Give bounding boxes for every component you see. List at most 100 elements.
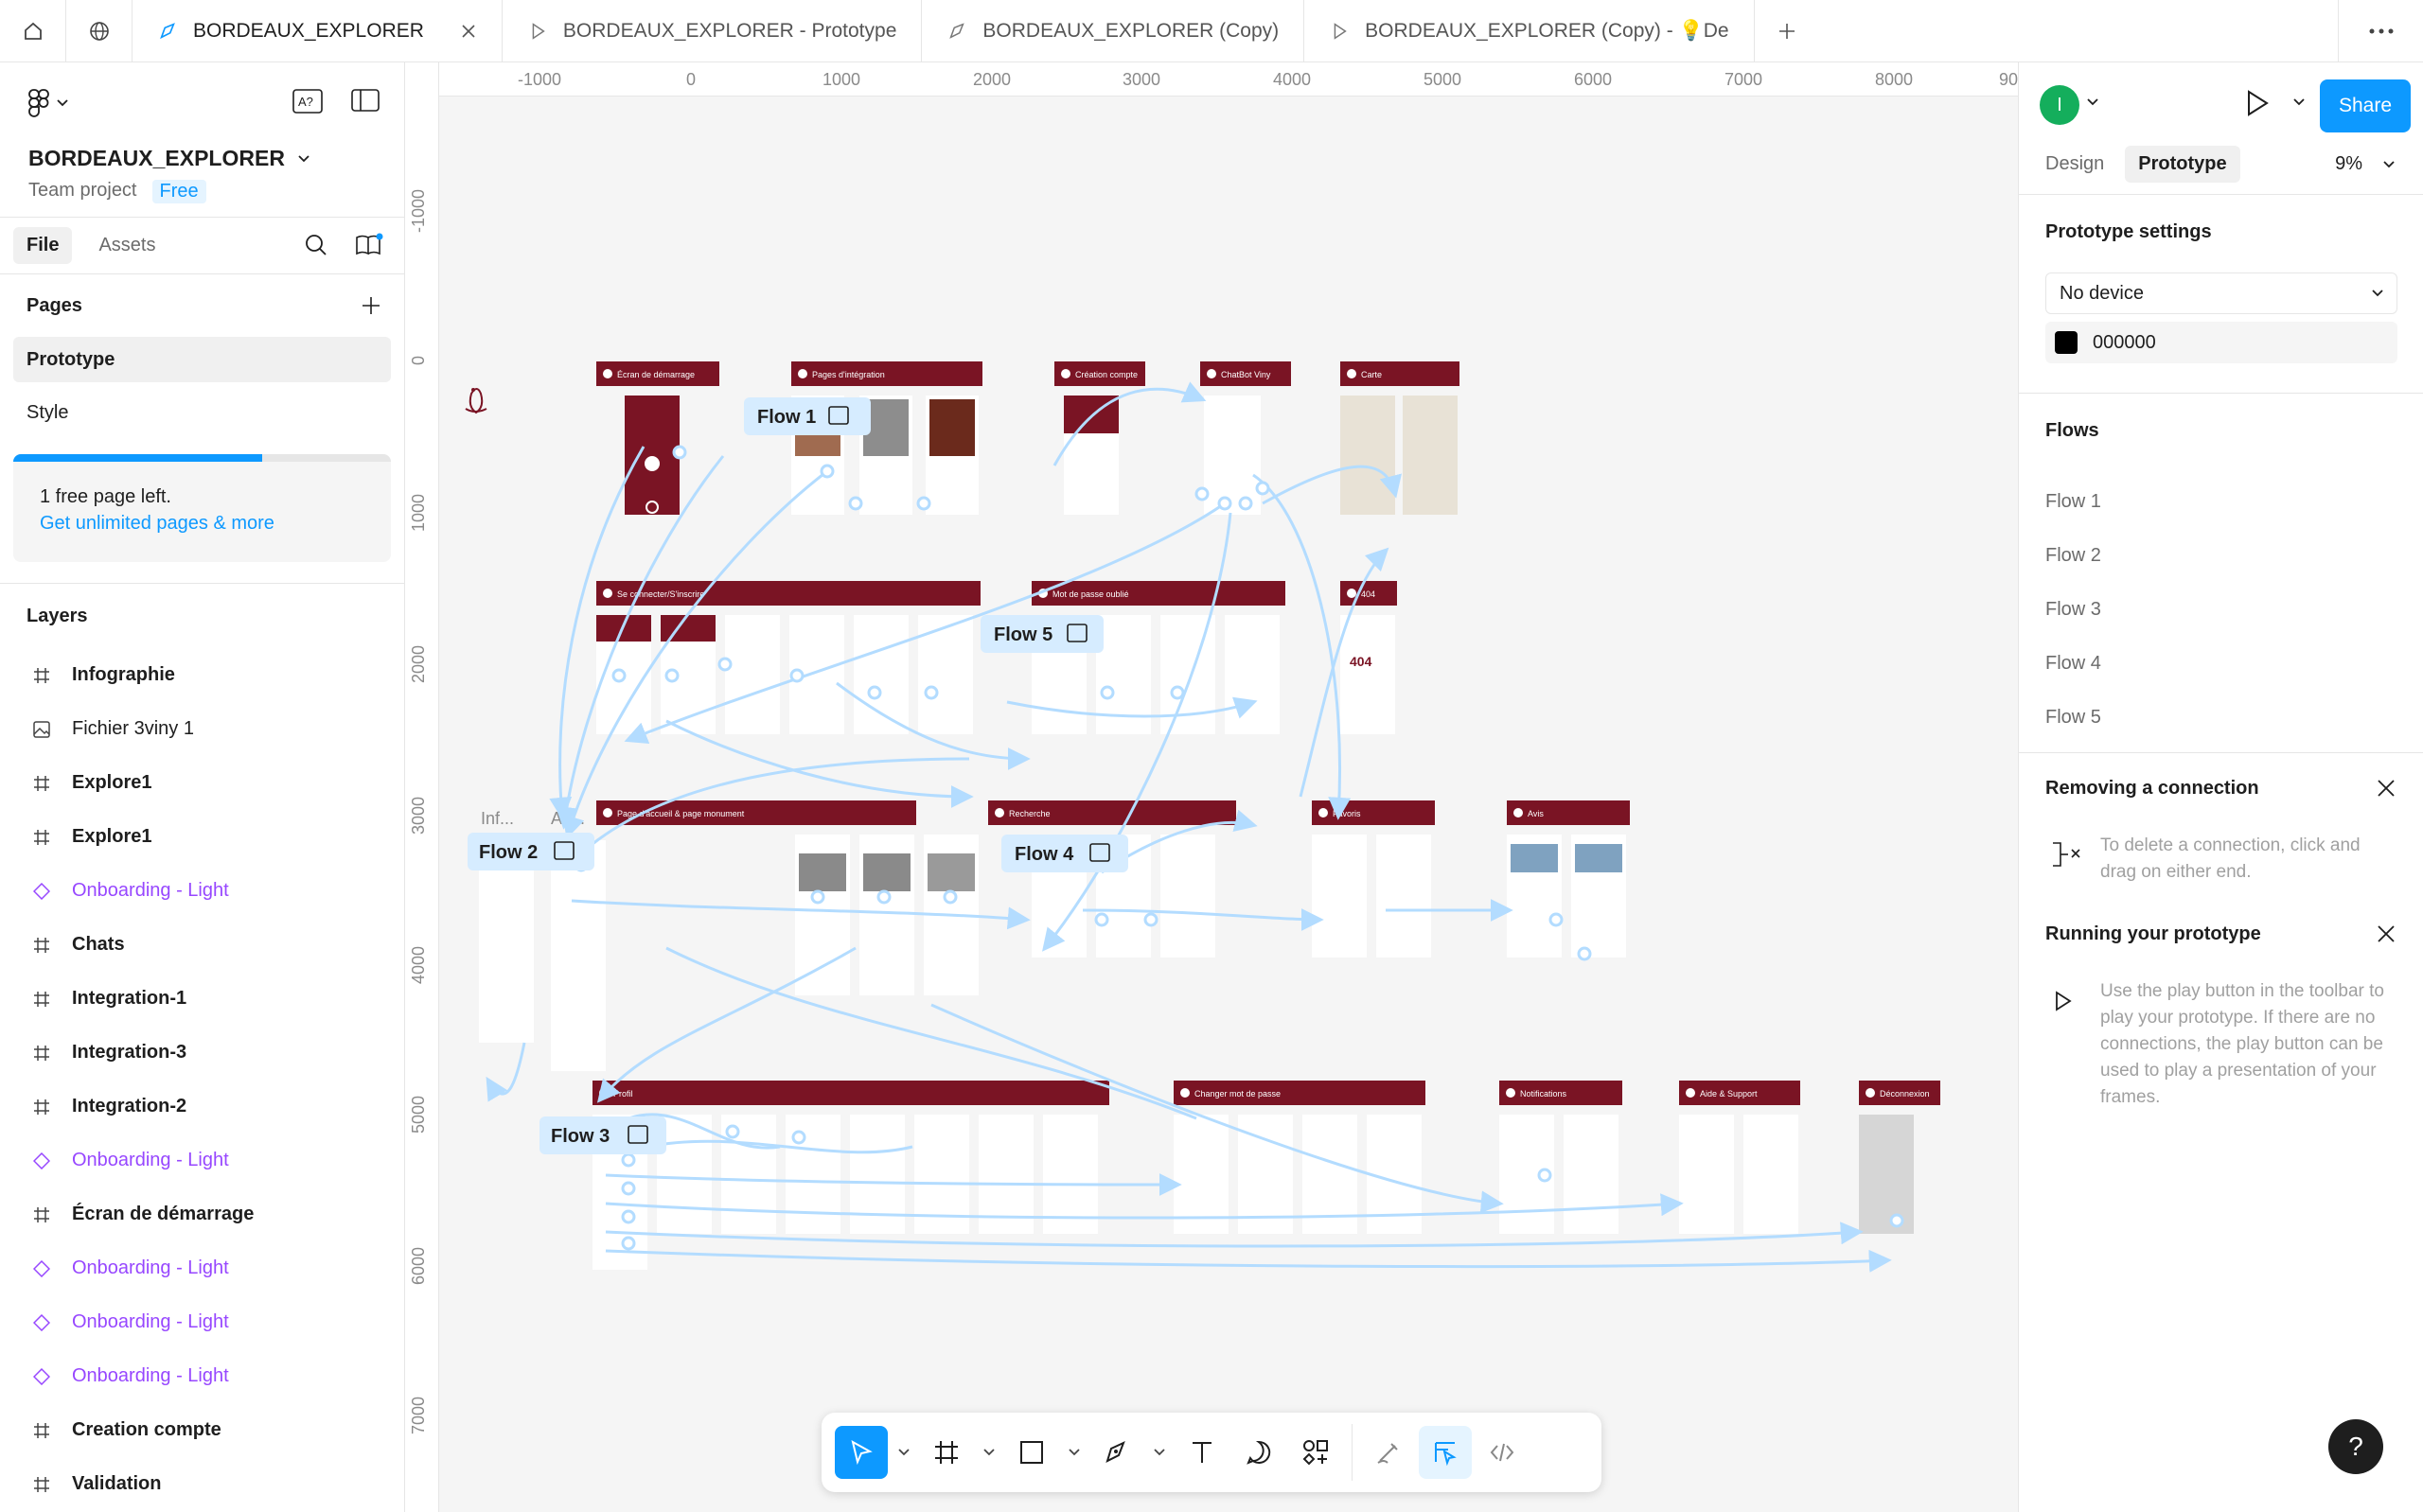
screen-frame[interactable] [1403,396,1458,515]
help-button[interactable]: ? [2328,1419,2383,1474]
layer-item[interactable]: Onboarding - Light [0,1295,404,1349]
section-profil[interactable]: Profil [592,1081,1109,1270]
screen-frame[interactable] [1174,1115,1229,1234]
tab-prototype[interactable]: Prototype [2125,146,2240,183]
section-recherche[interactable]: Recherche [988,800,1236,958]
flow-item[interactable]: Flow 4 [2045,653,2101,674]
file-name-button[interactable]: BORDEAUX_EXPLORER [28,146,310,171]
move-tool-menu[interactable] [892,1449,916,1456]
more-menu-button[interactable] [2338,0,2423,62]
screen-frame[interactable] [1743,1115,1798,1234]
screen-frame[interactable] [1376,835,1431,958]
layer-item[interactable]: Onboarding - Light [0,1134,404,1187]
screen-frame[interactable] [1238,1115,1293,1234]
section-changer-mot-de-passe[interactable]: Changer mot de passe [1174,1081,1425,1234]
close-tab-icon[interactable] [460,23,477,40]
section-favoris[interactable]: Favoris [1312,800,1435,958]
prototype-connections[interactable] [486,381,1892,1273]
layer-item[interactable]: Integration-2 [0,1080,404,1134]
new-tab-button[interactable] [1755,0,1819,62]
section-aide-support[interactable]: Aide & Support [1679,1081,1800,1234]
close-icon[interactable] [2376,923,2396,944]
section-page-accueil[interactable]: Page d'accueil & page monument [596,800,979,995]
screen-frame[interactable] [1204,396,1261,515]
home-button[interactable] [0,0,66,62]
flow-badge-4[interactable]: Flow 4 [1001,835,1128,872]
section-deconnexion[interactable]: Déconnexion [1859,1081,1940,1234]
play-flow-icon[interactable] [554,841,575,860]
layer-item[interactable]: Onboarding - Light [0,1241,404,1295]
tab-bordeaux-explorer-prototype[interactable]: BORDEAUX_EXPLORER - Prototype [503,0,923,62]
screen-frame[interactable] [979,1115,1034,1234]
section-ecran-demarrage[interactable]: Écran de démarrage [596,361,719,515]
play-prototype-icon[interactable] [2240,87,2273,119]
flow-badge-5[interactable]: Flow 5 [981,615,1104,653]
flow-badge-2[interactable]: Flow 2 [468,833,594,870]
screen-frame[interactable] [725,615,780,734]
screen-frame[interactable] [854,615,909,734]
tab-bordeaux-explorer[interactable]: BORDEAUX_EXPLORER [133,0,503,62]
main-menu-button[interactable] [28,89,68,117]
section-creation-compte[interactable]: Création compte [1054,361,1145,515]
section-pages-integration[interactable]: Pages d'intégration [791,361,982,515]
page-item-prototype[interactable]: Prototype [13,337,391,382]
frame-tool-button[interactable] [920,1426,973,1479]
flow-item[interactable]: Flow 1 [2045,491,2101,512]
screen-frame[interactable] [625,396,680,515]
layer-item[interactable]: Validation [0,1457,404,1511]
flow-item[interactable]: Flow 3 [2045,599,2101,620]
screen-frame[interactable] [1225,615,1280,734]
tab-bordeaux-explorer-copy-prototype[interactable]: BORDEAUX_EXPLORER (Copy) - 💡De [1304,0,1755,62]
search-icon[interactable] [304,233,328,257]
shape-tool-menu[interactable] [1062,1449,1087,1456]
chevron-down-icon[interactable] [2087,98,2098,106]
layer-item[interactable]: Explore1 [0,756,404,810]
library-book-icon[interactable] [355,233,383,257]
upsell-link[interactable]: Get unlimited pages & more [40,513,274,534]
move-tool-button[interactable] [835,1426,888,1479]
layer-item[interactable]: Integration-3 [0,1026,404,1080]
color-swatch[interactable] [2055,331,2078,354]
dev-mode-button[interactable] [1476,1426,1529,1479]
canvas-artboard[interactable]: Écran de démarrage Pages d'intégration C… [439,97,2018,1512]
viny-logo-frame[interactable] [465,388,487,414]
play-flow-icon[interactable] [1089,843,1110,862]
chevron-down-icon[interactable] [2293,98,2305,106]
layer-item[interactable]: Écran de démarrage [0,1187,404,1241]
screen-frame[interactable] [1859,1115,1914,1234]
pen-tool-menu[interactable] [1147,1449,1172,1456]
screen-frame[interactable] [1312,835,1367,958]
actions-button[interactable] [1289,1426,1342,1479]
screen-frame[interactable] [1340,615,1395,734]
accueil-frame[interactable] [551,840,606,1071]
close-icon[interactable] [2376,778,2396,799]
layer-item[interactable]: Integration-1 [0,972,404,1026]
flow-item[interactable]: Flow 2 [2045,545,2101,566]
tab-file[interactable]: File [13,227,73,264]
screen-frame[interactable] [914,1115,969,1234]
shape-tool-button[interactable] [1005,1426,1058,1479]
layer-item[interactable]: Onboarding - Light [0,1349,404,1403]
screen-frame[interactable] [1302,1115,1357,1234]
play-flow-icon[interactable] [828,406,849,425]
flow-item[interactable]: Flow 5 [2045,707,2101,728]
screen-frame[interactable] [1564,1115,1618,1234]
section-se-connecter[interactable]: Se connecter/S'inscrire [596,581,981,734]
pen-tool-button[interactable] [1090,1426,1143,1479]
comment-tool-button[interactable] [1232,1426,1285,1479]
infographie-frame[interactable] [479,869,534,1043]
tab-design[interactable]: Design [2045,153,2105,174]
layer-item[interactable]: Explore1 [0,810,404,864]
flow-badge-1[interactable]: Flow 1 [744,397,871,435]
page-item-style[interactable]: Style [13,390,391,435]
device-select[interactable]: No device [2045,273,2397,314]
tab-bordeaux-explorer-copy[interactable]: BORDEAUX_EXPLORER (Copy) [922,0,1305,62]
section-404[interactable]: 404 404 [1340,581,1397,734]
layer-item[interactable]: Fichier 3viny 1 [0,702,404,756]
screen-frame[interactable] [1160,835,1215,958]
ai-text-icon[interactable]: A? [292,89,323,114]
section-carte[interactable]: Carte [1340,361,1459,515]
tab-assets[interactable]: Assets [98,235,156,255]
screen-frame[interactable] [1043,1115,1098,1234]
layer-item[interactable]: Onboarding - Light [0,864,404,918]
